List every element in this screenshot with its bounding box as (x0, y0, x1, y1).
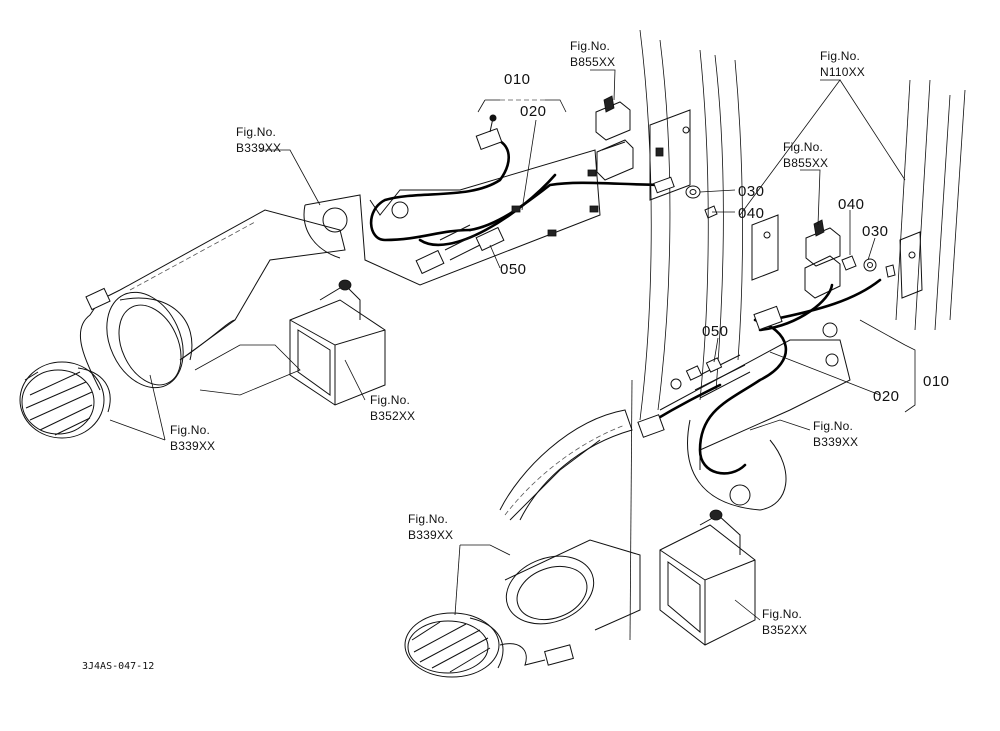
part-020-lower: 020 (873, 388, 900, 405)
part-030-top: 030 (738, 183, 765, 200)
fig-label-n110-code: N110XX (820, 65, 865, 79)
part-020-top: 020 (520, 103, 547, 120)
fig-label-b339-left-code: B339XX (170, 439, 215, 453)
part-050-top: 050 (500, 261, 527, 278)
fig-label-b339-bottom-word: Fig.No. (408, 512, 448, 526)
upper-right-plate (649, 109, 779, 281)
fig-label-b352-left-word: Fig.No. (370, 393, 410, 407)
fig-label-b339-lower-code: B339XX (813, 435, 858, 449)
fig-label-b339-lower-word: Fig.No. (813, 419, 853, 433)
callout-labels: Fig.No. B855XX Fig.No. N110XX Fig.No. B8… (82, 39, 950, 672)
fig-label-b339-upper-code: B339XX (236, 141, 281, 155)
part-040-mid: 040 (838, 196, 865, 213)
part-050-lower: 050 (702, 323, 729, 340)
part-040-top: 040 (738, 205, 765, 222)
lower-switch-b855 (804, 219, 841, 299)
fig-label-b352-lower-word: Fig.No. (762, 607, 802, 621)
lower-right-bracket (841, 231, 923, 299)
fig-label-b339-bottom-code: B339XX (408, 528, 453, 542)
left-square-lamp (289, 279, 386, 406)
fig-label-b855-top-word: Fig.No. (570, 39, 610, 53)
upper-switch-b855 (595, 95, 634, 181)
fig-label-b855-top-code: B855XX (570, 55, 615, 69)
part-010-lower: 010 (923, 373, 950, 390)
lower-harness (637, 278, 882, 511)
upper-left-bracket (303, 149, 601, 286)
part-030-mid: 030 (862, 223, 889, 240)
part-010-top: 010 (504, 71, 531, 88)
fig-label-b339-upper-word: Fig.No. (236, 125, 276, 139)
right-square-lamp (659, 509, 756, 646)
right-work-lamp-assembly (404, 409, 641, 678)
fig-label-b855-mid-code: B855XX (783, 156, 828, 170)
upper-harness (369, 114, 675, 275)
cab-frame-lines (629, 29, 966, 641)
fig-label-b855-mid-word: Fig.No. (783, 140, 823, 154)
fig-label-b352-left-code: B352XX (370, 409, 415, 423)
leader-lines (109, 69, 916, 621)
left-work-lamp-assembly (19, 209, 346, 439)
fig-label-n110-word: Fig.No. (820, 49, 860, 63)
drawing-code: 3J4AS-047-12 (82, 661, 154, 672)
fig-label-b352-lower-code: B352XX (762, 623, 807, 637)
fig-label-b339-left-word: Fig.No. (170, 423, 210, 437)
